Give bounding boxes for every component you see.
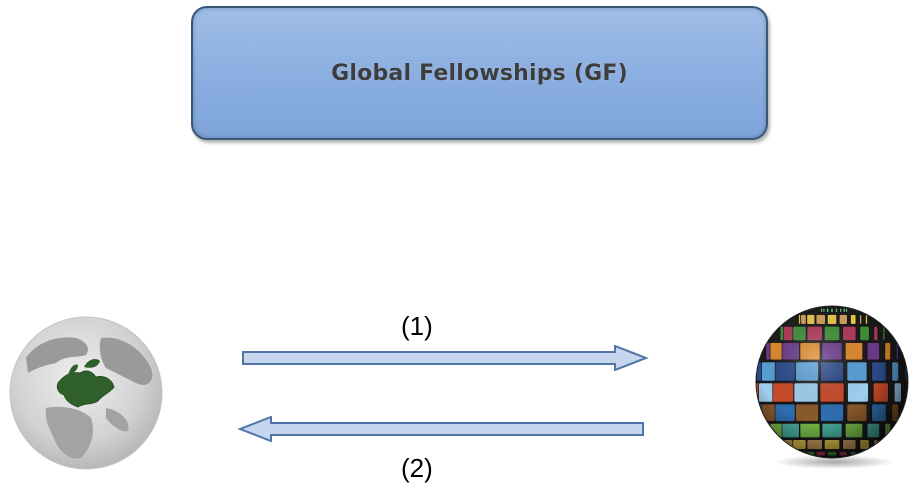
- world-media-globe-icon: [755, 305, 909, 469]
- arrow-label-1: (1): [401, 311, 433, 341]
- europe-globe-icon: [9, 316, 163, 470]
- title-box: Global Fellowships (GF): [191, 6, 768, 140]
- arrow-left: [237, 416, 644, 442]
- media-tile: [798, 451, 801, 457]
- media-tile: [896, 423, 899, 438]
- arrow-right: [242, 345, 649, 371]
- title-text: Global Fellowships (GF): [331, 60, 628, 86]
- media-tile: [882, 439, 886, 450]
- media-tile: [904, 403, 908, 422]
- arrow-label-2: (2): [401, 453, 433, 483]
- media-tile: [865, 451, 868, 457]
